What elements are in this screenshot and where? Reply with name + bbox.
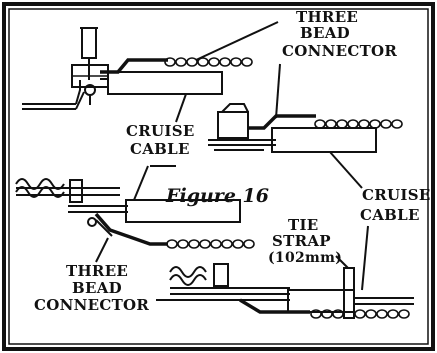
bead-chain-right: [314, 119, 403, 129]
bead-chain-top: [164, 57, 253, 67]
bead-chain-middle: [166, 239, 255, 249]
cruise-cable-housing-top: [107, 71, 223, 95]
label-top-connector-1: THREE: [296, 8, 358, 26]
label-cruise-cable-right-2: CABLE: [360, 206, 420, 224]
tie-strap: [343, 267, 355, 319]
throttle-cable-middle: [94, 212, 168, 246]
leader-tie-strap: [335, 255, 349, 269]
label-bottom-connector-1: THREE: [66, 262, 128, 280]
label-tie-strap-2: STRAP: [272, 232, 331, 250]
label-tie-strap-3: (102mm): [268, 250, 342, 266]
return-spring-bottom: [169, 266, 207, 278]
leader-cruise-cable-left-up: [175, 93, 187, 123]
label-cruise-cable-left-2: CABLE: [130, 140, 190, 158]
leader-top-connector: [195, 21, 279, 61]
bottom-right-assembly: [156, 225, 414, 319]
throttle-cable-top: [100, 58, 168, 74]
bead-chain-bottom: [310, 309, 410, 319]
leader-cruise-cable-right: [329, 151, 363, 189]
middle-left-assembly: [15, 165, 255, 263]
label-cruise-cable-left-1: CRUISE: [126, 122, 195, 140]
label-cruise-cable-right-1: CRUISE: [362, 186, 431, 204]
cruise-cable-housing-middle: [125, 199, 241, 223]
top-left-assembly: [22, 21, 279, 123]
top-right-assembly: [208, 63, 403, 189]
figure-title: Figure 16: [165, 185, 269, 207]
label-top-connector-2: BEAD: [300, 24, 350, 42]
label-tie-strap-1: TIE: [288, 216, 319, 234]
figure-inner-border: [8, 8, 429, 345]
cruise-cable-housing-right: [271, 127, 377, 153]
label-bottom-connector-3: CONNECTOR: [34, 296, 149, 314]
throttle-cable-right: [248, 114, 316, 130]
leader-top-connector-right: [275, 63, 281, 119]
label-bottom-connector-2: BEAD: [72, 279, 122, 297]
label-top-connector-3: CONNECTOR: [282, 42, 397, 60]
throttle-cable-bottom: [239, 298, 310, 314]
bracket-right: [217, 111, 249, 139]
leader-bottom-connector: [95, 237, 109, 263]
leader-cruise-cable-left-down: [133, 165, 149, 201]
